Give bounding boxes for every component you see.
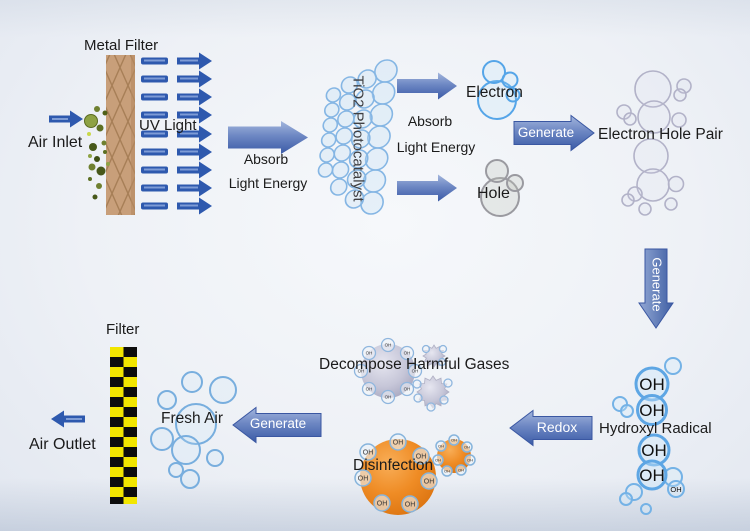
- absorb-to-hole-arrow-icon: [397, 174, 457, 202]
- generate-down-label: Generate: [649, 257, 665, 312]
- generate-arrow-left-icon: [232, 406, 322, 444]
- light-energy-label-1: Light Energy: [228, 175, 308, 191]
- oh-label-small: OH: [358, 476, 369, 483]
- oh-label-small: OH: [416, 454, 427, 461]
- fresh-air-label: Fresh Air: [161, 410, 224, 427]
- oh-label-tiny: OH: [366, 387, 373, 392]
- hydroxyl-radical-label: Hydroxyl Radical: [599, 420, 712, 437]
- absorb-label-2: Absorb: [407, 113, 453, 129]
- oh-label: OH: [639, 401, 665, 420]
- outlet-filter-strip: [110, 347, 137, 504]
- electron-hole-pair-label: Electron Hole Pair: [598, 126, 723, 143]
- oh-label: OH: [641, 441, 667, 460]
- fresh-air-bubbles: [150, 371, 237, 489]
- oh-label-small: OH: [393, 440, 404, 447]
- disinfection-label: Disinfection: [353, 457, 434, 474]
- metal-filter-strip: [106, 55, 135, 215]
- filter-label: Filter: [106, 321, 140, 338]
- oh-label: OH: [639, 466, 665, 485]
- oh-label-tiny: OH: [451, 438, 457, 443]
- oh-label-tiny: OH: [385, 395, 392, 400]
- oh-label-tiny: OH: [404, 351, 411, 356]
- air-outlet-label: Air Outlet: [29, 436, 96, 453]
- oh-label-tiny: OH: [467, 458, 473, 463]
- redox-arrow-left-icon: [509, 409, 593, 447]
- oh-label-tiny: OH: [358, 369, 365, 374]
- oh-label-tiny: OH: [404, 387, 411, 392]
- generate-arrow-down-icon: [638, 248, 674, 329]
- oh-label-small: OH: [405, 502, 416, 509]
- metal-filter-label: Metal Filter: [84, 37, 159, 54]
- uv-light-label: UV Light: [139, 117, 197, 134]
- generate-left-label: Generate: [249, 416, 307, 431]
- tio2-photocatalyst-bubbles: [317, 59, 398, 215]
- oh-label-tiny: OH: [464, 445, 470, 450]
- oh-label-tiny: OH: [412, 369, 419, 374]
- harmful-gas-balls: OH OH OH OH OH OH OH OH: [353, 337, 453, 412]
- light-energy-label-2: Light Energy: [396, 139, 476, 155]
- hole-bubbles: [480, 159, 524, 217]
- electron-label: Electron: [466, 84, 523, 101]
- hydroxyl-radical-bubbles: OH OH OH OH OH: [612, 357, 685, 515]
- generate-right-label: Generate: [517, 125, 575, 140]
- oh-label-small: OH: [424, 479, 435, 486]
- oh-label-small: OH: [377, 501, 388, 508]
- oh-label-small: OH: [670, 485, 681, 494]
- oh-label-tiny: OH: [444, 469, 450, 474]
- hole-label: Hole: [477, 185, 510, 202]
- dirty-air-particles: [84, 106, 110, 200]
- oh-label-tiny: OH: [438, 444, 444, 449]
- air-inlet-label: Air Inlet: [28, 134, 83, 151]
- absorb-energy-arrow-icon: [228, 121, 308, 154]
- generate-arrow-right-icon: [513, 114, 595, 152]
- oh-label-tiny: OH: [458, 468, 464, 473]
- oh-label-small: OH: [363, 450, 374, 457]
- decompose-harmful-gases-label: Decompose Harmful Gases: [319, 356, 510, 373]
- redox-label: Redox: [536, 419, 578, 435]
- electron-bubbles: [477, 60, 521, 120]
- oh-label-tiny: OH: [435, 458, 441, 463]
- disinfection-balls: OH OH OH OH OH OH OH OH OH OH OH OH OH O…: [354, 433, 476, 515]
- electron-hole-pair-bubbles: [616, 70, 692, 216]
- oh-label-tiny: OH: [385, 343, 392, 348]
- absorb-label-1: Absorb: [243, 151, 289, 167]
- oh-label-tiny: OH: [366, 351, 373, 356]
- tio2-photocatalyst-label: TiO2 Photocatalyst: [349, 75, 367, 202]
- absorb-to-electron-arrow-icon: [397, 72, 457, 100]
- oh-label: OH: [639, 375, 665, 394]
